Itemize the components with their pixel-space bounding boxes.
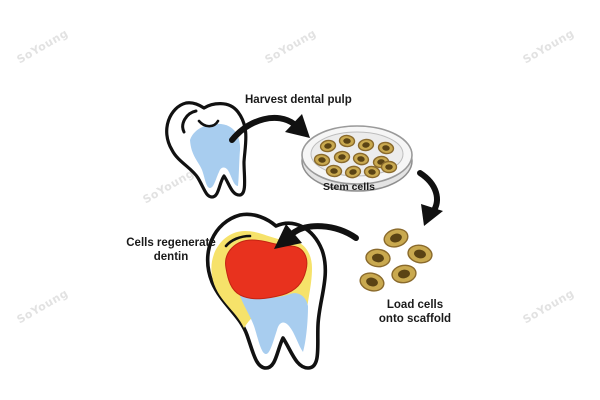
stem-cell-icon: [313, 153, 331, 167]
tooth-highlight: [181, 109, 198, 134]
label-harvest: Harvest dental pulp: [245, 94, 352, 106]
curved-arrow-icon: [274, 223, 359, 249]
pulp-blue: [190, 123, 241, 188]
arrow-harvest-head: [285, 114, 310, 138]
arrow-load-head: [274, 224, 302, 249]
regenerated-tooth-icon: [206, 212, 328, 370]
label-cells-regenerate: Cells regenerate dentin: [121, 236, 221, 264]
arrow-load-shaft: [289, 223, 359, 241]
stem-cell-group: [359, 228, 433, 292]
stem-cell-icon: [344, 165, 362, 179]
label-cells-regenerate-line2: dentin: [153, 251, 189, 263]
curved-arrow-icon: [417, 170, 443, 226]
dish-cell-group: [313, 134, 398, 179]
stem-cell-icon: [338, 134, 356, 148]
stem-cell-icon: [407, 244, 433, 264]
stem-cell-icon: [359, 272, 385, 292]
stem-cell-icon: [365, 248, 391, 268]
arrow-harvest-shaft: [229, 114, 297, 143]
petri-dish-icon: [301, 125, 413, 192]
tooth2-inner-line: [224, 234, 252, 248]
stem-cell-icon: [391, 264, 417, 284]
arrow-culture-head: [421, 204, 443, 226]
label-load-cells-line2: onto scaffold: [378, 313, 452, 325]
stem-cell-icon: [319, 139, 337, 153]
tooth-opening: [197, 119, 220, 128]
stem-cell-icon: [377, 141, 395, 155]
label-stem-cells: Stem cells: [323, 181, 375, 193]
label-load-cells: Load cells onto scaffold: [372, 298, 458, 326]
curved-arrow-icon: [229, 114, 310, 143]
scaffold-red: [225, 239, 308, 300]
label-cells-regenerate-line1: Cells regenerate: [126, 237, 216, 249]
stem-cell-icon: [383, 228, 409, 248]
tooth-icon: [165, 101, 248, 199]
pulp-blue-2: [236, 282, 308, 354]
stem-cell-icon: [357, 138, 375, 152]
label-load-cells-line1: Load cells: [386, 299, 444, 311]
stem-cell-icon: [333, 150, 351, 164]
stem-cell-icon: [352, 152, 370, 166]
stem-cell-icon: [363, 165, 381, 179]
stem-cell-icon: [325, 164, 343, 178]
stem-cell-icon: [380, 160, 398, 174]
